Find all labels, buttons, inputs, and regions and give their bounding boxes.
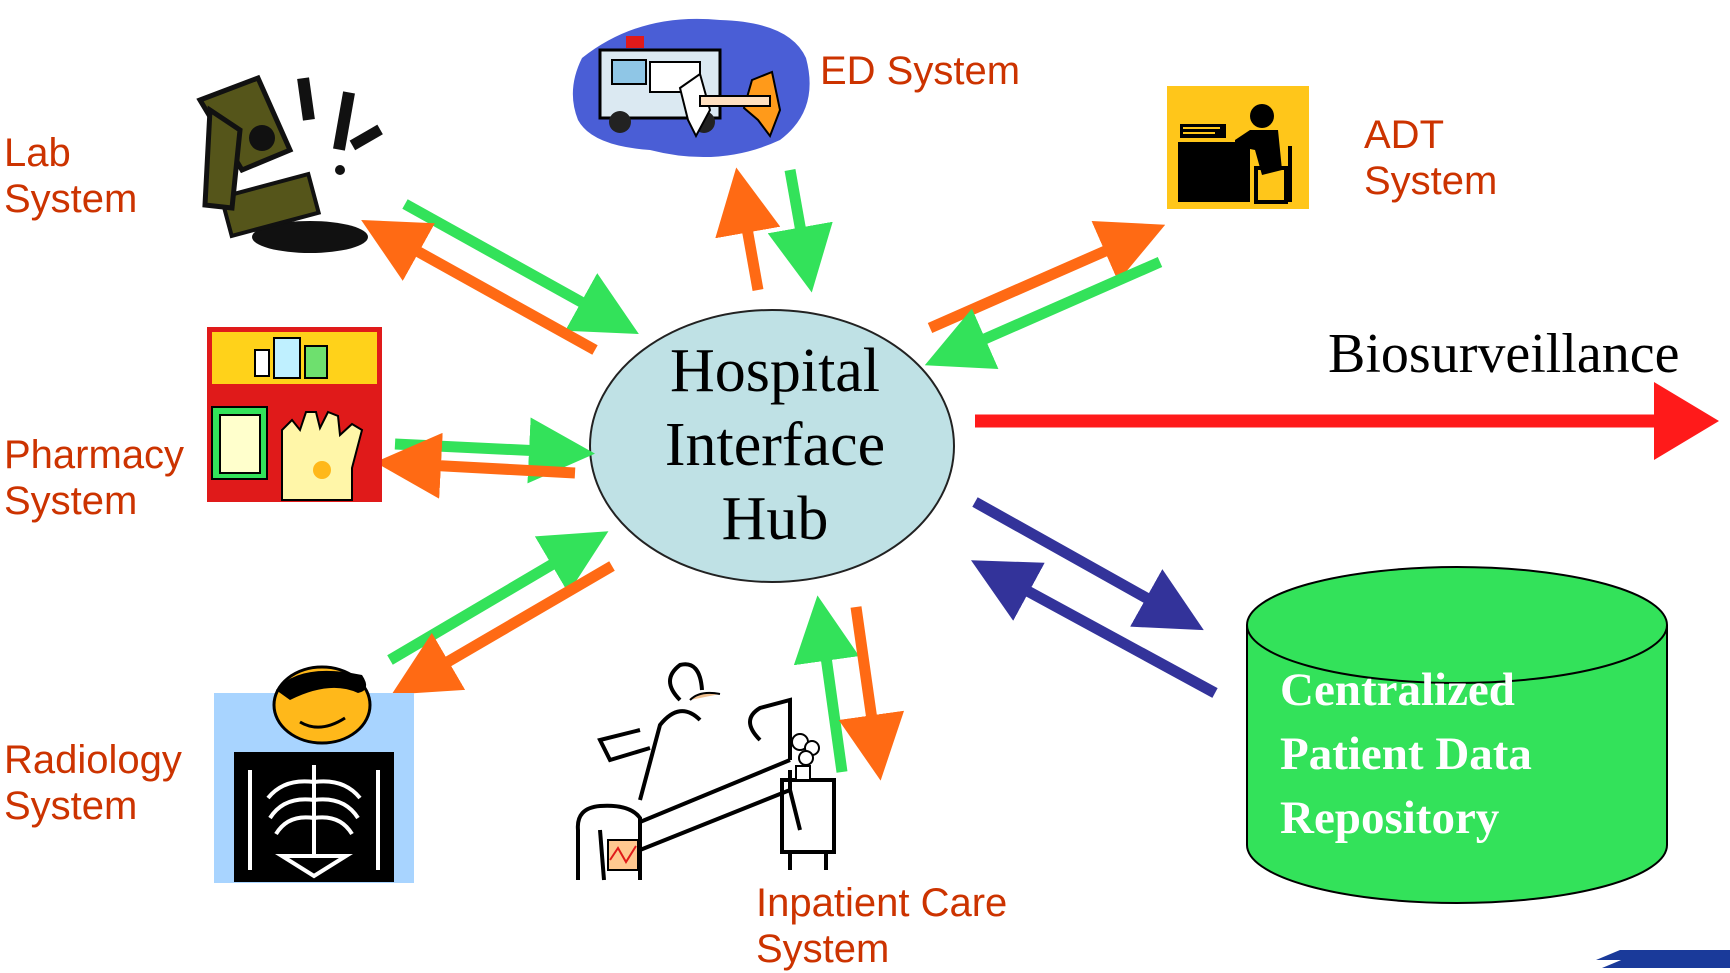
- pharmacy-system-line2: System: [4, 479, 138, 523]
- hub-to-pharmacy-arrow: [375, 432, 576, 499]
- logo-icon: [1596, 950, 1730, 968]
- hub-to-ed-arrow: [715, 167, 781, 291]
- radiology-system-label: Radiology System: [4, 737, 182, 829]
- pharmacy-system-label: Pharmacy System: [4, 432, 184, 524]
- pharmacy-system-line1: Pharmacy: [4, 433, 185, 477]
- radiology-system-line1: Radiology: [4, 738, 182, 782]
- hub-to-radiology-arrow: [391, 561, 615, 695]
- lab-system-line1: Lab: [4, 131, 71, 175]
- inpatient-system-line2: System: [756, 927, 890, 971]
- ed-system-line1: ED System: [820, 49, 1021, 93]
- inpatient-system-line1: Inpatient Care: [756, 881, 1008, 925]
- adt-system-line2: System: [1364, 159, 1498, 203]
- lab-to-hub-arrow: [402, 199, 639, 335]
- xray-icon: [214, 665, 414, 883]
- radiology-system-line2: System: [4, 784, 138, 828]
- hub-label-line3: Hub: [721, 485, 829, 553]
- microscope-icon: [196, 74, 383, 253]
- repository-line1: Centralized: [1280, 664, 1515, 716]
- repository-line2: Patient Data: [1280, 728, 1532, 780]
- ambulance-icon: [572, 18, 810, 158]
- repository-label: Centralized Patient Data Repository: [1280, 658, 1532, 850]
- inpatient-system-label: Inpatient Care System: [756, 880, 1007, 972]
- ed-to-hub-arrow: [767, 169, 833, 293]
- lab-system-line2: System: [4, 177, 138, 221]
- ed-system-label: ED System: [820, 48, 1020, 94]
- biosurveillance-label: Biosurveillance: [1328, 323, 1680, 385]
- office-worker-icon: [1167, 86, 1309, 209]
- hub-label: Hospital Interface Hub: [595, 334, 955, 556]
- adt-to-hub-arrow: [924, 256, 1163, 369]
- hub-label-line2: Interface: [664, 411, 886, 479]
- hub-to-inpatient-arrow: [838, 606, 905, 781]
- adt-system-line1: ADT: [1364, 113, 1444, 157]
- repository-to-hub-arrow: [971, 560, 1218, 698]
- lab-system-label: Lab System: [4, 130, 137, 222]
- repository-line3: Repository: [1280, 792, 1500, 844]
- pharmacy-icon: [207, 327, 382, 502]
- inpatient-to-hub-arrow: [793, 595, 860, 773]
- adt-system-label: ADT System: [1364, 112, 1497, 204]
- repository-cylinder: [1246, 566, 1668, 904]
- hospital-bed-icon: [575, 662, 836, 881]
- hub-to-lab-arrow: [361, 219, 598, 355]
- hub-label-line1: Hospital: [669, 337, 881, 405]
- hub-to-repository-arrow: [972, 497, 1204, 631]
- pharmacy-to-hub-arrow: [394, 417, 595, 484]
